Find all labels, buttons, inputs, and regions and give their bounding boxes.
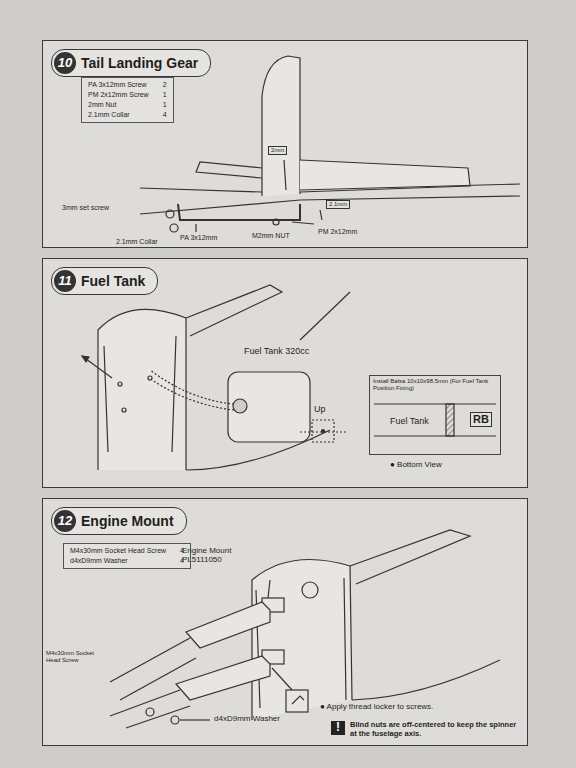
bottom-view-inset: Install Balsa 10x10x98.5mm (For Fuel Tan…: [369, 375, 501, 455]
part-label: Fuel Tank: [390, 416, 429, 426]
step-panel: 11Fuel TankInstall Balsa 10x10x98.5mm (F…: [42, 258, 528, 488]
step-number: 10: [54, 52, 76, 74]
warning-icon: !: [331, 721, 345, 735]
part-name: 2mm Nut: [88, 101, 149, 109]
part-label: Engine Mount PL5111050: [182, 546, 252, 564]
direction-label: Up: [314, 404, 326, 414]
view-label: ● Bottom View: [390, 460, 442, 469]
step-title: 12 Engine Mount: [51, 507, 187, 535]
note: ● Apply thread locker to screws.: [320, 702, 433, 711]
part-name: M4x30mm Socket Head Screw: [70, 547, 166, 555]
part-quantity: 2: [163, 81, 167, 89]
part-label: 3mm set screw: [62, 204, 109, 212]
step-title: 11 Fuel Tank: [51, 267, 158, 295]
step-panel: 12 Engine MountM4x30mm Socket Head Screw4…: [42, 498, 528, 746]
warning-text: Blind nuts are off-centered to keep the …: [350, 721, 520, 738]
part-quantity: 1: [163, 91, 167, 99]
inset-note: Install Balsa 10x10x98.5mm (For Fuel Tan…: [373, 378, 497, 392]
part-label: PM 2x12mm: [318, 228, 357, 236]
part-label: PA 3x12mm: [180, 234, 217, 242]
step-number: 12: [54, 510, 76, 532]
part-label: M2mm NUT: [252, 232, 290, 240]
part-name: PA 3x12mm Screw: [88, 81, 149, 89]
part-name: PM 2x12mm Screw: [88, 91, 149, 99]
parts-list: M4x30mm Socket Head Screw4d4xD9mm Washer…: [63, 543, 191, 569]
size-tag: 2.1mm: [326, 200, 350, 209]
part-quantity: 1: [163, 101, 167, 109]
step-title: 10 Tail Landing Gear: [51, 49, 211, 77]
mark-label: RB: [470, 412, 492, 427]
part-name: 2.1mm Collar: [88, 111, 149, 119]
step-panel: 10 Tail Landing Gear PA 3x12mm Screw 2 PM 2x…: [42, 40, 528, 248]
part-quantity: 4: [163, 111, 167, 119]
part-name: d4xD9mm Washer: [70, 557, 166, 565]
warning-note: ! Blind nuts are off-centered to keep the…: [331, 721, 520, 738]
step-title-text: Engine Mount: [81, 513, 174, 529]
part-label: M4x30mm Socket Head Screw: [46, 650, 108, 664]
step-number: 11: [54, 270, 76, 292]
part-label: d4xD9mm Washer: [214, 714, 280, 723]
parts-list: PA 3x12mm Screw 2 PM 2x12mm Screw 1 2mm Nut 1…: [81, 77, 174, 123]
part-label: 2.1mm Collar: [116, 238, 158, 246]
size-tag: 2mm: [268, 146, 287, 155]
step-title-text: Fuel Tank: [81, 273, 145, 289]
step-title-text: Tail Landing Gear: [81, 55, 198, 71]
part-label: Fuel Tank 320cc: [244, 346, 309, 356]
